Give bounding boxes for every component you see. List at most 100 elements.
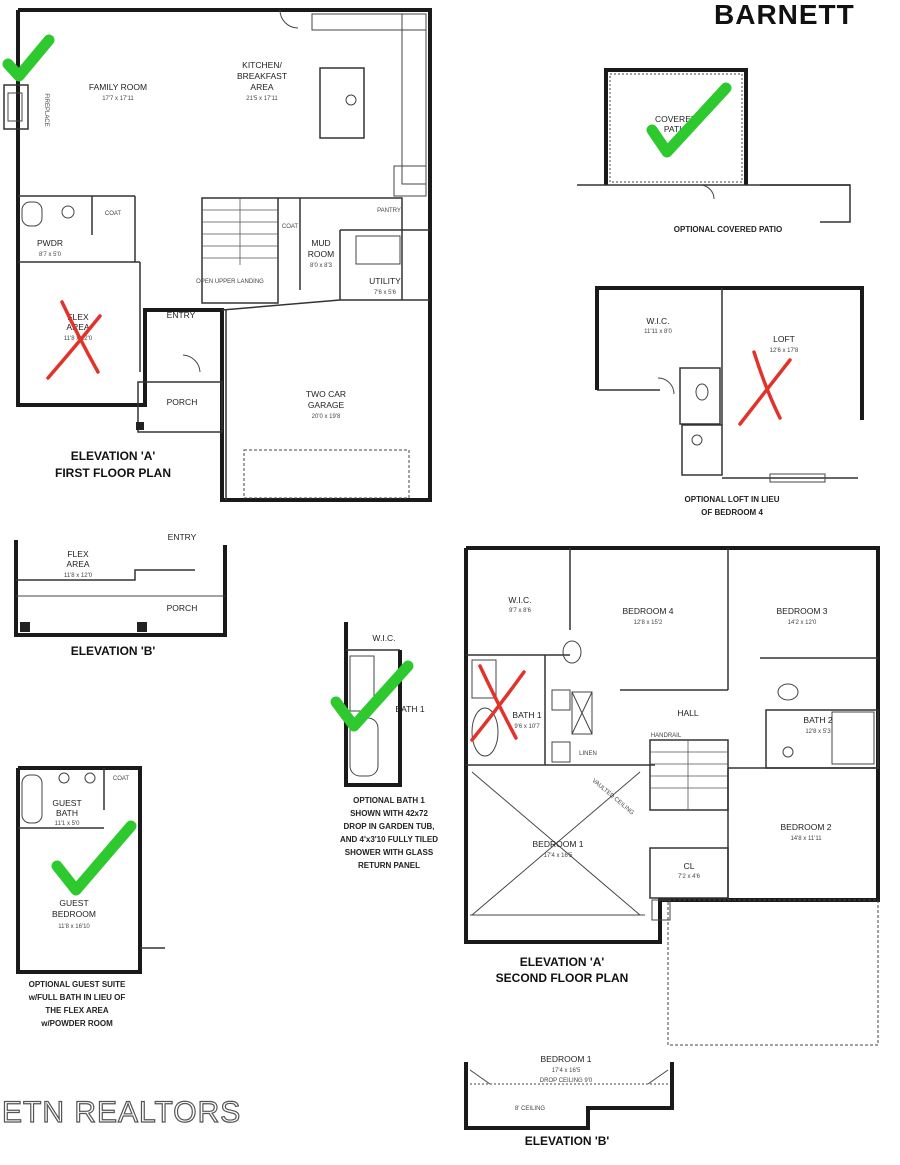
elev-b-porch-label: PORCH <box>167 603 198 613</box>
check-mark-icon <box>51 820 137 896</box>
hall-label: HALL <box>677 708 699 718</box>
svg-text:DROP IN GARDEN TUB,: DROP IN GARDEN TUB, <box>344 822 435 831</box>
plan-title: BARNETT <box>714 0 855 30</box>
svg-text:SHOWN WITH 42x72: SHOWN WITH 42x72 <box>350 809 428 818</box>
guest-suite-option: COAT GUEST BATH 11'1 x 5'0 GUEST BEDROOM… <box>16 766 165 1028</box>
svg-text:THE FLEX AREA: THE FLEX AREA <box>45 1006 108 1015</box>
family-room-label: FAMILY ROOM <box>89 82 147 92</box>
check-mark-icon <box>646 82 732 158</box>
svg-text:AREA: AREA <box>66 559 89 569</box>
svg-text:BREAKFAST: BREAKFAST <box>237 71 287 81</box>
svg-text:8'0 x 8'3: 8'0 x 8'3 <box>310 263 333 269</box>
elev-b-entry-label: ENTRY <box>168 532 197 542</box>
guest-suite-caption-1: OPTIONAL GUEST SUITE <box>29 980 126 989</box>
kitchen-island <box>319 67 365 139</box>
svg-text:AREA: AREA <box>66 322 89 332</box>
svg-text:9'7 x 8'6: 9'7 x 8'6 <box>509 608 532 614</box>
closet-label: CL <box>684 861 695 871</box>
linen-label: LINEN <box>579 751 597 757</box>
bath-option-wic-label: W.I.C. <box>372 633 395 643</box>
annotation-marks <box>2 34 792 896</box>
svg-text:12'8 x 15'2: 12'8 x 15'2 <box>634 620 663 626</box>
svg-text:COAT: COAT <box>282 224 299 230</box>
bedroom4-label: BEDROOM 4 <box>622 606 673 616</box>
check-mark-icon <box>330 660 414 732</box>
svg-text:BATH: BATH <box>56 808 78 818</box>
svg-text:14'2 x 12'0: 14'2 x 12'0 <box>788 620 817 626</box>
svg-text:11'8 x 12'0: 11'8 x 12'0 <box>64 573 93 579</box>
covered-patio-caption: OPTIONAL COVERED PATIO <box>674 225 782 234</box>
sf-wic-label: W.I.C. <box>508 595 531 605</box>
second-floor-caption-2: SECOND FLOOR PLAN <box>496 971 629 985</box>
svg-text:21'5 x 17'11: 21'5 x 17'11 <box>246 96 278 102</box>
loft-wic-label: W.I.C. <box>646 316 669 326</box>
loft-caption-2: OF BEDROOM 4 <box>701 508 763 517</box>
flex-area-label-1: FLEX <box>67 312 89 322</box>
svg-text:20'0 x 19'8: 20'0 x 19'8 <box>312 414 341 420</box>
svg-text:11'8 x 16'10: 11'8 x 16'10 <box>58 924 90 930</box>
svg-text:17'4 x 16'5: 17'4 x 16'5 <box>544 853 573 859</box>
kitchen-label-1: KITCHEN/ <box>242 60 282 70</box>
elevation-b-first-floor: ENTRY FLEX AREA 11'8 x 12'0 PORCH ELEVAT… <box>14 532 227 658</box>
svg-text:17'7 x 17'11: 17'7 x 17'11 <box>102 96 134 102</box>
svg-text:BEDROOM: BEDROOM <box>52 909 96 919</box>
covered-patio-label-1: COVERED <box>655 114 697 124</box>
bedroom1-label: BEDROOM 1 <box>532 839 583 849</box>
svg-text:ROOM: ROOM <box>308 249 334 259</box>
covered-patio-option: COVERED PATIO OPTIONAL COVERED PATIO <box>577 68 851 234</box>
loft-caption-1: OPTIONAL LOFT IN LIEU <box>685 495 780 504</box>
first-floor-caption-1: ELEVATION 'A' <box>71 449 156 463</box>
entry-label: ENTRY <box>167 310 196 320</box>
x-mark-icon <box>470 664 526 742</box>
guest-bath-label-1: GUEST <box>52 798 81 808</box>
elev-b-bedroom-label: BEDROOM 1 <box>540 1054 591 1064</box>
utility-label: UTILITY <box>369 276 401 286</box>
svg-text:PATIO: PATIO <box>664 124 689 134</box>
svg-text:17'4 x 16'5: 17'4 x 16'5 <box>552 1068 581 1074</box>
handrail-label: HANDRAIL <box>651 733 682 739</box>
open-landing-label: OPEN UPPER LANDING <box>196 279 264 285</box>
loft-label: LOFT <box>773 334 795 344</box>
second-floor-plan: W.I.C. 9'7 x 8'6 BEDROOM 4 12'8 x 15'2 B… <box>464 546 880 1046</box>
guest-bedroom-label-1: GUEST <box>59 898 88 908</box>
svg-text:w/FULL BATH IN LIEU OF: w/FULL BATH IN LIEU OF <box>28 993 126 1002</box>
bedroom2-label: BEDROOM 2 <box>780 822 831 832</box>
svg-text:RETURN PANEL: RETURN PANEL <box>358 861 420 870</box>
fireplace-icon <box>3 84 29 130</box>
elev-b-first-caption: ELEVATION 'B' <box>71 644 156 658</box>
svg-text:12'8 x 5'3: 12'8 x 5'3 <box>805 729 831 735</box>
x-mark-icon <box>738 350 792 426</box>
svg-text:14'8 x 11'11: 14'8 x 11'11 <box>790 836 822 842</box>
first-floor-plan: FAMILY ROOM 17'7 x 17'11 FIREPLACE KITCH… <box>3 8 432 502</box>
svg-text:DROP CEILING 9'0: DROP CEILING 9'0 <box>540 1078 593 1084</box>
second-floor-caption-1: ELEVATION 'A' <box>520 955 605 969</box>
bedroom3-label: BEDROOM 3 <box>776 606 827 616</box>
svg-text:8'7 x 5'0: 8'7 x 5'0 <box>39 252 62 258</box>
svg-text:GARAGE: GARAGE <box>308 400 345 410</box>
x-mark-icon <box>46 300 102 380</box>
mud-room-label: MUD <box>311 238 330 248</box>
svg-text:8' CEILING: 8' CEILING <box>515 1106 545 1112</box>
powder-room-label: PWDR <box>37 238 63 248</box>
vaulted-label: VAULTED CEILING <box>591 778 635 817</box>
bath1-label: BATH 1 <box>512 710 541 720</box>
svg-text:7'6 x 5'6: 7'6 x 5'6 <box>374 290 397 296</box>
elev-b-second-caption: ELEVATION 'B' <box>525 1134 610 1148</box>
svg-text:7'2 x 4'6: 7'2 x 4'6 <box>678 874 701 880</box>
check-mark-icon <box>2 34 55 82</box>
elevation-b-second-floor: BEDROOM 1 17'4 x 16'5 DROP CEILING 9'0 8… <box>464 1054 674 1148</box>
svg-text:SHOWER WITH GLASS: SHOWER WITH GLASS <box>345 848 434 857</box>
svg-text:9'6 x 10'7: 9'6 x 10'7 <box>514 724 540 730</box>
coat-closet-label: COAT <box>105 211 122 217</box>
svg-text:AND 4'x3'10 FULLY TILED: AND 4'x3'10 FULLY TILED <box>340 835 438 844</box>
bath-option: W.I.C. BATH 1 OPTIONAL BATH 1 SHOWN WITH… <box>340 622 438 870</box>
svg-text:AREA: AREA <box>250 82 273 92</box>
svg-text:w/POWDER ROOM: w/POWDER ROOM <box>40 1019 113 1028</box>
pantry-label: PANTRY <box>377 208 401 214</box>
svg-text:11'1 x 5'0: 11'1 x 5'0 <box>55 821 81 827</box>
svg-text:11'11 x 8'0: 11'11 x 8'0 <box>644 329 672 335</box>
first-floor-caption-2: FIRST FLOOR PLAN <box>55 466 171 480</box>
loft-option: W.I.C. 11'11 x 8'0 LOFT 12'6 x 17'8 OPTI… <box>595 286 864 517</box>
bath2-label: BATH 2 <box>803 715 832 725</box>
